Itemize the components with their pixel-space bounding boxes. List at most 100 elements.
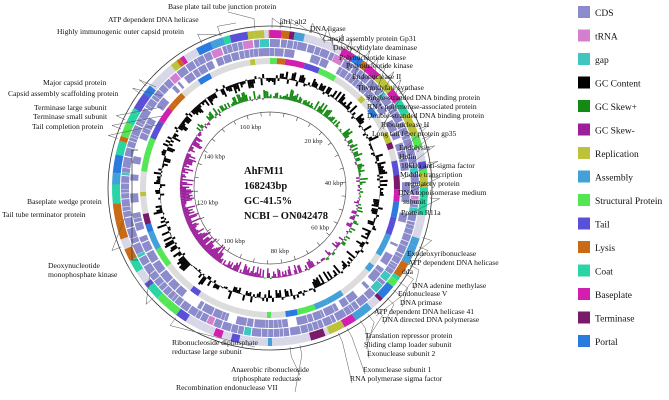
gc-skew-bar	[338, 128, 342, 132]
leader-line	[227, 11, 256, 29]
gc-skew-bar	[180, 178, 194, 182]
cds-forward-segment	[124, 147, 135, 158]
cds-forward-segment	[230, 323, 239, 334]
functional-category-segment	[316, 37, 331, 50]
gc-skew-bar	[354, 157, 356, 159]
gc-content-bar	[353, 117, 356, 120]
functional-category-segment	[194, 319, 211, 333]
cds-reverse-segment	[367, 268, 381, 283]
cds-forward-segment	[196, 55, 207, 66]
cds-forward-segment	[279, 328, 284, 337]
cds-forward-segment	[319, 48, 330, 59]
gc-content-bar	[252, 79, 256, 84]
gc-content-bar	[211, 281, 214, 283]
gc-content-bar	[160, 216, 165, 220]
gc-skew-bar	[288, 266, 292, 276]
gc-skew-bar	[183, 211, 195, 216]
cds-forward-segment	[363, 287, 376, 300]
gc-content-bar	[182, 252, 186, 256]
gene-label: 10kDa anti-sigma factor	[401, 161, 475, 170]
scale-tick	[318, 132, 322, 136]
functional-category-segment	[281, 30, 290, 40]
scale-tick	[333, 221, 338, 224]
cds-forward-segment	[130, 134, 139, 140]
gc-content-bar	[214, 91, 217, 93]
functional-category-segment	[401, 243, 417, 264]
gc-content-bar	[371, 211, 378, 215]
gc-content-bar	[349, 104, 358, 113]
gc-content-bar	[153, 181, 161, 185]
cds-forward-segment	[313, 46, 322, 56]
cds-reverse-segment	[168, 278, 181, 291]
gc-content-bar	[161, 167, 163, 170]
gc-content-bar	[270, 78, 272, 81]
gc-skew-bar	[320, 258, 323, 262]
gc-content-bar	[161, 170, 163, 173]
gc-content-bar	[277, 78, 280, 82]
gc-content-bar	[302, 77, 306, 84]
cds-forward-segment	[347, 303, 355, 313]
scale-tick	[197, 163, 202, 166]
gc-content-bar	[260, 297, 263, 299]
gc-skew-bar	[294, 93, 299, 102]
gc-skew-bar	[340, 132, 342, 134]
gc-content-bar	[170, 244, 177, 250]
gc-content-bar	[355, 255, 358, 258]
gc-content-bar	[194, 106, 202, 114]
functional-category-segment	[112, 172, 121, 185]
gc-content-bar	[196, 269, 199, 272]
gc-skew-bar	[277, 268, 280, 278]
gc-skew-bar	[264, 90, 267, 99]
gc-skew-bar	[260, 276, 263, 278]
gc-content-bar	[167, 146, 176, 152]
gc-content-bar	[189, 111, 192, 114]
category-inner-segment	[158, 107, 173, 124]
gc-skew-bar	[266, 91, 269, 99]
gc-content-bar	[342, 101, 347, 107]
gene-label: Major capsid protein	[43, 78, 106, 87]
functional-category-segment	[176, 308, 190, 322]
gc-skew-bar	[180, 175, 187, 178]
gc-skew-bar	[180, 183, 193, 186]
gc-skew-bar	[351, 147, 358, 152]
gc-skew-bar	[355, 158, 361, 162]
gc-content-bar	[378, 171, 388, 175]
cds-reverse-segment	[273, 319, 279, 328]
leader-line	[368, 71, 395, 121]
gc-content-bar	[318, 274, 325, 285]
gc-skew-bar	[242, 91, 247, 102]
gc-skew-bar	[193, 233, 199, 238]
gc-content-bar	[329, 278, 332, 281]
leader-line	[279, 17, 299, 29]
cds-reverse-segment	[376, 105, 388, 116]
gc-skew-bar	[218, 113, 222, 117]
gc-content-bar	[361, 241, 366, 245]
gc-skew-bar	[192, 227, 205, 236]
gc-content-bar	[359, 244, 364, 248]
gc-content-bar	[230, 84, 234, 88]
gene-label: Capsid assembly protein Gp31	[323, 34, 417, 43]
category-inner-segment	[155, 247, 172, 267]
cds-reverse-segment	[130, 174, 139, 181]
gc-content-bar	[165, 239, 174, 246]
gc-skew-bar	[358, 192, 360, 195]
gc-content-bar	[208, 276, 212, 281]
bracket	[131, 149, 138, 261]
gc-skew-bar	[192, 229, 199, 235]
gc-content-bar	[342, 269, 344, 272]
gene-label: Base plate tail tube junction protein	[168, 2, 276, 11]
cds-reverse-segment	[222, 53, 233, 64]
category-inner-segment	[166, 263, 181, 279]
cds-forward-segment	[226, 44, 234, 54]
cds-forward-segment	[167, 290, 177, 300]
cds-forward-segment	[158, 281, 168, 291]
cds-reverse-segment	[306, 313, 314, 323]
functional-category-segment	[303, 33, 319, 46]
gc-content-bar	[294, 79, 297, 82]
gc-skew-bar	[299, 98, 303, 104]
cds-forward-segment	[187, 305, 199, 317]
scale-tick	[308, 123, 311, 128]
functional-category-segment	[419, 173, 428, 188]
gc-skew-bar	[347, 138, 353, 143]
cds-reverse-segment	[253, 48, 259, 57]
